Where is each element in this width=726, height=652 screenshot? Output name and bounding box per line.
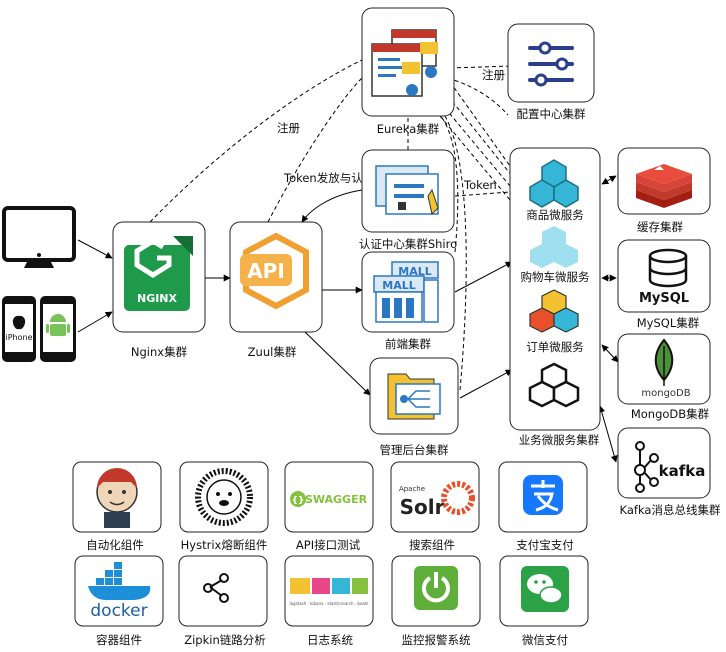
component-label: 微信支付 [522,633,568,647]
edge-eureka-business-4 [439,115,511,201]
svg-text:{}: {} [292,496,305,506]
admin-backend-label: 管理后台集群 [380,443,449,457]
edge-label-token-auth: Token发放与认证 [283,171,375,185]
edge-eureka-config [447,77,509,116]
docker-icon: docker [88,562,151,621]
solr-vendor-text: Apache [399,485,425,493]
component-grid: 自动化组件 Hystrix熔断组件 {} SWAGGER API接口测试 Apa… [72,461,589,647]
component-label: 搜索组件 [409,538,455,552]
mysql-cluster-label: MySQL集群 [637,316,700,330]
auth-center-label: 认证中心集群Shiro [359,237,457,251]
edge-business-mongodb [601,344,619,363]
swagger-icon: {} SWAGGER [290,491,368,507]
iphone-logo-text: iPhone [5,333,32,342]
desktop-monitor-icon [2,206,76,268]
business-cluster-label: 业务微服务集群 [519,433,600,447]
edge-eureka-config-2 [449,65,513,69]
business-cluster-box[interactable] [509,147,601,431]
component-label: 自动化组件 [86,538,144,552]
config-center-label: 配置中心集群 [517,107,586,121]
swagger-logo-text: SWAGGER [305,493,368,506]
component-label: API接口测试 [296,538,361,552]
edge-mobile-nginx [77,311,113,333]
order-service-label: 订单微服务 [526,340,584,354]
sliders-icon [528,41,574,87]
frontend-cluster-label: 前端集群 [385,337,431,351]
generic-service-icon [528,362,580,408]
product-service-icon [529,159,579,208]
edge-admin-business [459,369,513,399]
component-label: Zipkin链路分析 [184,633,266,647]
iphone-icon: iPhone [2,296,36,362]
nginx-logo-text: NGINX [137,292,178,305]
docker-logo-text: docker [90,601,147,621]
component-label: 支付宝支付 [516,538,574,552]
edge-admin-eureka [444,115,467,391]
component-label: 容器组件 [96,633,142,647]
android-phone-icon [40,296,76,362]
edge-label-register-1: 注册 [277,121,300,135]
edge-nginx-eureka [149,59,363,223]
spring-boot-icon [414,566,458,610]
mall-sign-front: MALL [382,279,415,292]
edge-zuul-eureka [267,77,363,223]
cart-service-label: 购物车微服务 [521,270,590,284]
solid-edges [77,175,619,463]
api-logo-text: API [247,259,285,283]
admin-folder-icon [387,373,441,420]
mysql-icon: MySQL [639,248,689,306]
mongodb-logo-text: mongoDB [641,388,690,399]
edge-desktop-nginx [77,239,113,259]
eureka-cluster-label: Eureka集群 [377,122,440,136]
edge-auth-token [454,191,511,197]
elk-caption-text: logstash · kibana · elasticsearch · beat… [289,601,368,606]
kafka-logo-text: kafka [659,462,706,480]
dashed-edges [149,59,521,391]
nginx-cluster-label: Nginx集群 [131,345,188,359]
product-service-label: 商品微服务 [526,208,584,222]
mongodb-cluster-label: MongoDB集群 [631,407,710,421]
edge-eureka-business-1 [449,81,521,181]
mall-building-icon: MALL MALL [373,261,439,323]
wechat-icon [521,566,569,612]
edge-frontend-eureka [439,114,459,253]
edge-auth-zuul [301,189,363,223]
component-label: Hystrix熔断组件 [181,538,268,552]
solr-logo-text: Solr [400,495,445,519]
cache-cluster-label: 缓存集群 [637,220,683,234]
edge-frontend-business [454,261,513,293]
edge-label-token: Token [463,178,497,192]
zipkin-icon [203,573,229,603]
zuul-cluster-label: Zuul集群 [248,345,297,359]
component-label: 监控报警系统 [402,633,471,647]
kafka-cluster-label: Kafka消息总线集群 [620,503,721,517]
edge-eureka-business-2 [447,95,521,187]
component-box[interactable] [178,555,268,627]
redis-icon [636,164,692,208]
edge-label-register-2: 注册 [482,68,505,82]
mongodb-icon: mongoDB [641,338,691,399]
edge-business-cache [601,175,617,185]
component-label: 日志系统 [307,633,353,647]
alipay-icon [523,475,563,515]
hystrix-icon [195,468,253,526]
cart-service-icon [530,226,578,268]
edge-eureka-business-3 [444,107,516,193]
nginx-icon: NGINX [124,236,193,311]
mall-sign-back: MALL [398,265,431,278]
jenkins-icon [96,468,138,528]
component-box[interactable] [284,461,374,533]
eureka-code-icon [371,29,438,97]
kafka-icon: kafka [634,441,706,493]
order-service-icon [529,289,579,333]
edge-zuul-admin [304,331,371,396]
mysql-logo-text: MySQL [639,291,689,306]
solr-icon: Apache Solr [399,481,475,519]
elk-icon: logstash · kibana · elasticsearch · beat… [289,578,369,606]
auth-login-icon [375,165,439,215]
api-gateway-icon: API [240,232,309,310]
edge-business-kafka [598,405,618,463]
